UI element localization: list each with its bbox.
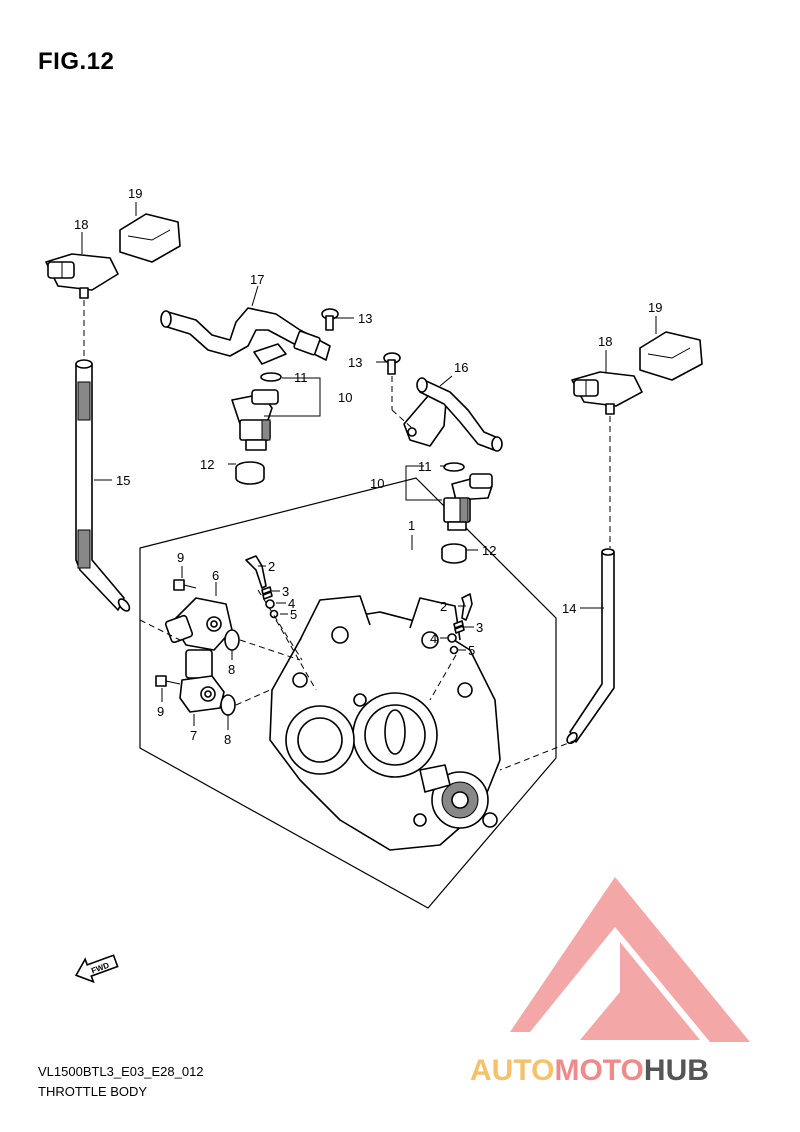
assembly-lines xyxy=(83,300,611,771)
callout-12: 12 xyxy=(482,543,496,558)
callout-8: 8 xyxy=(228,662,235,677)
callout-14: 14 xyxy=(562,601,576,616)
fuel-injector-10-left[interactable] xyxy=(231,389,279,451)
adjust-screw-2-left[interactable] xyxy=(245,555,267,589)
callout-11: 11 xyxy=(294,370,308,385)
fuel-pipe-16[interactable] xyxy=(403,377,503,452)
assembly-outline xyxy=(139,477,557,909)
leader-lines xyxy=(81,202,657,730)
screw-9-lower[interactable] xyxy=(155,675,181,687)
callout-3: 3 xyxy=(476,620,483,635)
brand-moto: MOTO xyxy=(554,1054,643,1087)
fuel-delivery-pipe-17[interactable] xyxy=(160,307,331,365)
callout-13: 13 xyxy=(348,355,362,370)
sensor-6[interactable] xyxy=(164,597,233,651)
vacuum-sensor-18-left[interactable] xyxy=(45,253,119,299)
callout-19: 19 xyxy=(128,186,142,201)
callout-labels: 1 2 3 4 5 2 3 4 5 6 7 8 8 9 9 10 10 11 1… xyxy=(74,186,662,747)
throttle-body[interactable] xyxy=(269,595,501,851)
callout-10: 10 xyxy=(338,390,352,405)
cover-19-right[interactable] xyxy=(639,331,703,381)
section-name: THROTTLE BODY xyxy=(38,1084,148,1099)
callout-11: 11 xyxy=(418,459,432,474)
figure-title: FIG.12 xyxy=(38,48,115,75)
o-ring-11-right[interactable] xyxy=(443,462,465,472)
washer-4-left[interactable] xyxy=(265,599,275,609)
callout-12: 12 xyxy=(200,457,214,472)
fwd-arrow: FWD xyxy=(74,954,119,984)
model-code: VL1500BTL3_E03_E28_012 xyxy=(38,1064,204,1079)
callout-1: 1 xyxy=(408,518,415,533)
vacuum-hose-14[interactable] xyxy=(565,548,615,745)
svg-text:AUTOMOTOHUB: AUTOMOTOHUB xyxy=(470,1054,709,1087)
o-ring-5-left[interactable] xyxy=(269,609,279,619)
brand-auto: AUTO xyxy=(470,1054,554,1087)
callout-15: 15 xyxy=(116,473,130,488)
callout-8: 8 xyxy=(224,732,231,747)
automotohub-watermark: AUTOMOTOHUB xyxy=(470,877,750,1087)
sensor-7[interactable] xyxy=(179,649,225,713)
callout-2: 2 xyxy=(440,599,447,614)
spring-3-left[interactable] xyxy=(261,586,273,600)
callout-9: 9 xyxy=(177,550,184,565)
callout-16: 16 xyxy=(454,360,468,375)
o-ring-5-right[interactable] xyxy=(449,645,459,655)
vacuum-sensor-18-right[interactable] xyxy=(571,371,643,415)
cover-19-left[interactable] xyxy=(119,213,181,263)
fuel-injector-10-right[interactable] xyxy=(443,473,493,531)
callout-18: 18 xyxy=(598,334,612,349)
callout-19: 19 xyxy=(648,300,662,315)
vacuum-hose-15[interactable] xyxy=(75,359,132,613)
callout-2: 2 xyxy=(268,559,275,574)
screw-9-upper[interactable] xyxy=(173,579,197,591)
callout-4: 4 xyxy=(430,631,437,646)
screw-13-lower[interactable] xyxy=(383,352,401,375)
callout-9: 9 xyxy=(157,704,164,719)
callout-18: 18 xyxy=(74,217,88,232)
callout-6: 6 xyxy=(212,568,219,583)
o-ring-8-lower[interactable] xyxy=(220,694,236,716)
triangle-logo-mark xyxy=(510,877,750,1042)
callout-17: 17 xyxy=(250,272,264,287)
screw-13-upper[interactable] xyxy=(321,308,339,331)
callout-5: 5 xyxy=(468,643,475,658)
callout-7: 7 xyxy=(190,728,197,743)
callout-10: 10 xyxy=(370,476,384,491)
cushion-12-left[interactable] xyxy=(235,461,265,485)
o-ring-8-upper[interactable] xyxy=(224,629,240,651)
cushion-12-right[interactable] xyxy=(441,543,467,564)
spring-3-right[interactable] xyxy=(453,620,465,634)
adjust-screw-2-right[interactable] xyxy=(461,593,473,621)
brand-hub: HUB xyxy=(644,1054,709,1087)
o-ring-11-left[interactable] xyxy=(260,372,282,382)
callout-5: 5 xyxy=(290,607,297,622)
callout-4: 4 xyxy=(288,596,295,611)
callout-13: 13 xyxy=(358,311,372,326)
callout-3: 3 xyxy=(282,584,289,599)
washer-4-right[interactable] xyxy=(447,633,457,643)
